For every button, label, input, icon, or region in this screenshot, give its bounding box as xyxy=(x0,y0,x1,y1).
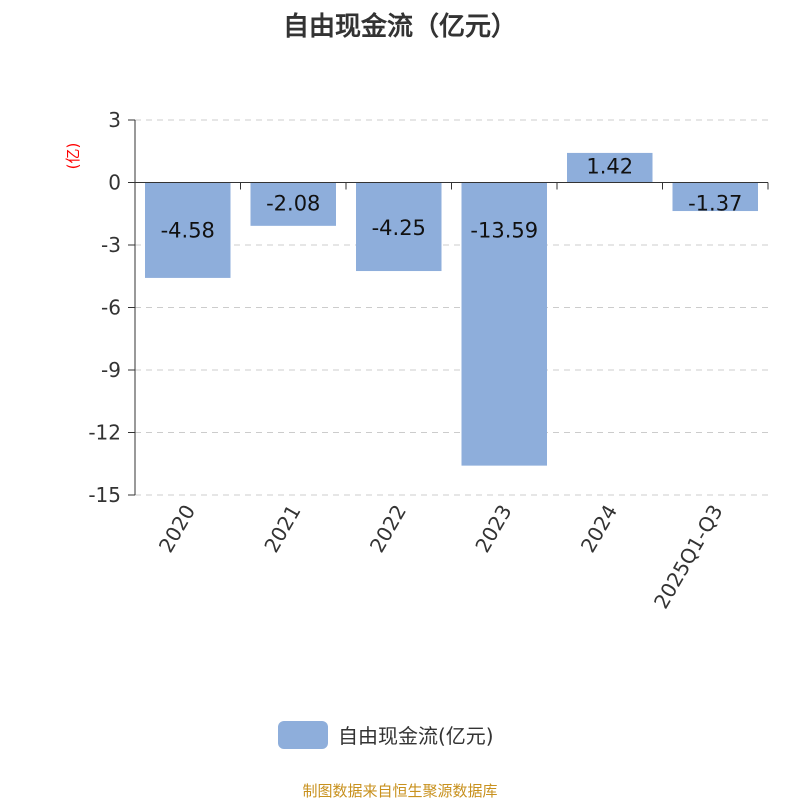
data-label: -13.59 xyxy=(470,219,538,243)
data-label: -2.08 xyxy=(266,192,320,216)
data-label: 1.42 xyxy=(586,155,633,179)
chart-title: 自由现金流（亿元） xyxy=(282,12,517,42)
x-tick-label: 2020 xyxy=(154,501,200,557)
data-label: -4.25 xyxy=(372,216,426,240)
data-label: -1.37 xyxy=(688,192,742,216)
y-axis-label: (亿) xyxy=(64,143,82,170)
legend-swatch xyxy=(278,720,328,749)
bar xyxy=(567,152,653,183)
y-tick-label: -12 xyxy=(88,421,121,445)
x-tick-label: 2023 xyxy=(470,501,516,557)
bar xyxy=(250,182,336,226)
bar xyxy=(461,182,547,466)
legend-label: 自由现金流(亿元) xyxy=(338,724,494,748)
y-tick-label: 3 xyxy=(108,108,121,132)
bar xyxy=(145,182,231,278)
bar xyxy=(672,182,758,212)
legend[interactable]: 自由现金流(亿元) xyxy=(278,720,494,749)
y-tick-label: -9 xyxy=(101,358,121,382)
x-tick-label: 2021 xyxy=(259,501,305,557)
bar xyxy=(356,182,442,272)
data-label: -4.58 xyxy=(161,219,215,243)
y-tick-label: -3 xyxy=(101,233,121,257)
y-tick-label: -6 xyxy=(101,296,121,320)
x-tick-label: 2025Q1-Q3 xyxy=(649,501,728,613)
y-tick-label: -15 xyxy=(88,483,121,507)
source-note: 制图数据来自恒生聚源数据库 xyxy=(302,782,498,800)
y-tick-label: 0 xyxy=(108,171,121,195)
x-tick-label: 2022 xyxy=(365,501,411,557)
x-tick-label: 2024 xyxy=(576,501,622,557)
